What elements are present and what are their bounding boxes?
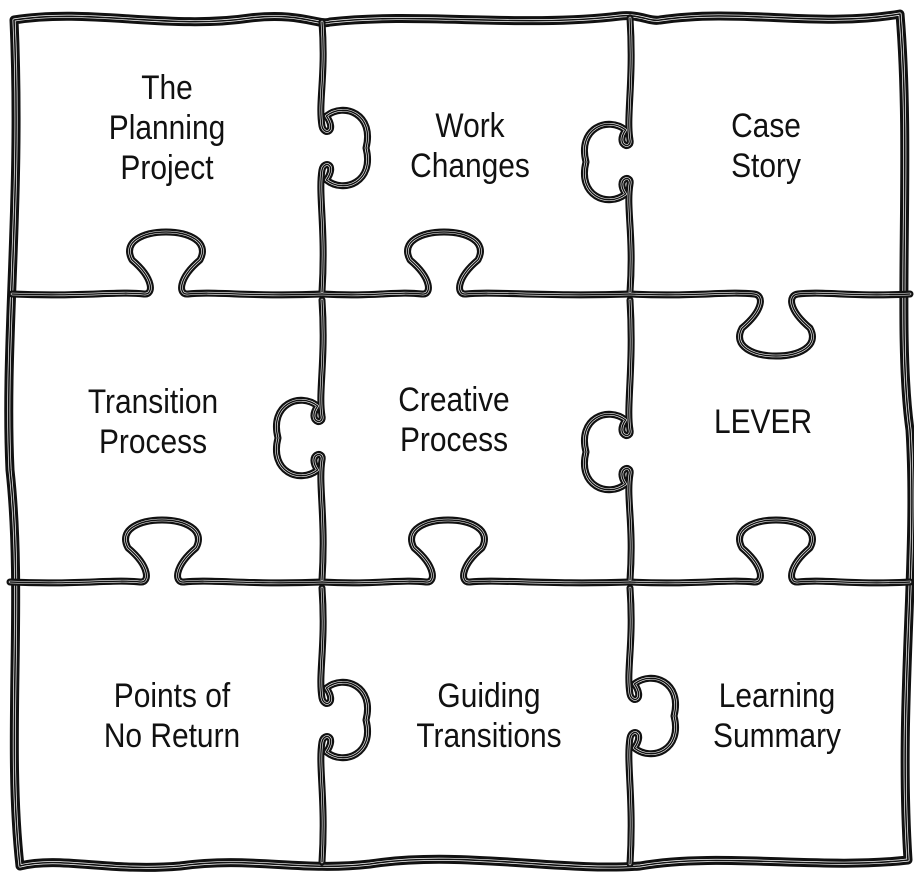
seam-vertical-row2-left-shadow bbox=[273, 296, 327, 584]
seam-vertical-row3-right-edge bbox=[628, 587, 677, 865]
piece-label-line: Changes bbox=[410, 147, 530, 185]
piece-label-line: Project bbox=[120, 149, 214, 187]
seam-horizontal-col2-bottom-edge bbox=[321, 519, 631, 584]
seam-horizontal-col3-top-highlight bbox=[628, 291, 912, 358]
piece-label-line: Creative bbox=[398, 381, 510, 419]
piece-label-points-of-no-return: Points of No Return bbox=[58, 676, 287, 756]
piece-label-planning-project: The Planning Project bbox=[53, 68, 282, 188]
seam-horizontal-col1-bottom-edge bbox=[9, 519, 323, 584]
piece-label-line: The bbox=[141, 69, 193, 107]
piece-label-line: LEVER bbox=[713, 403, 813, 441]
piece-label-line: Process bbox=[98, 423, 208, 461]
seam-vertical-row1-right-edge bbox=[583, 17, 632, 293]
seam-horizontal-col3-bottom-edge bbox=[629, 519, 911, 584]
piece-label-line: Points of bbox=[113, 677, 231, 715]
piece-label-line: Planning bbox=[108, 109, 226, 147]
seam-horizontal-col3-bottom-shadow bbox=[626, 516, 914, 587]
seam-horizontal-col3-bottom-highlight bbox=[628, 518, 912, 585]
seam-vertical-row3-left-highlight bbox=[319, 586, 369, 864]
seam-vertical-row2-right-shadow bbox=[581, 296, 635, 584]
piece-label-guiding-transitions: Guiding Transitions bbox=[375, 676, 604, 756]
piece-label-line: Work bbox=[435, 107, 505, 145]
piece-label-work-changes: Work Changes bbox=[356, 106, 585, 186]
seam-vertical-row2-left-highlight bbox=[275, 298, 325, 582]
seam-vertical-row1-right-highlight bbox=[583, 16, 633, 294]
seam-horizontal-col3-top-edge bbox=[629, 292, 911, 357]
piece-label-transition-process: Transition Process bbox=[39, 382, 268, 462]
seam-vertical-row1-right-shadow bbox=[581, 14, 635, 296]
seam-vertical-row2-left-edge bbox=[275, 299, 324, 581]
piece-label-creative-process: Creative Process bbox=[340, 380, 569, 460]
piece-label-line: Learning bbox=[718, 677, 836, 715]
seam-horizontal-col1-bottom-highlight bbox=[8, 518, 324, 585]
piece-label-line: Story bbox=[731, 147, 801, 185]
seam-horizontal-col1-top-edge bbox=[11, 231, 323, 296]
seam-vertical-row2-right-highlight bbox=[583, 298, 633, 582]
piece-label-line: Transition bbox=[87, 383, 219, 421]
piece-label-lever: LEVER bbox=[649, 402, 878, 442]
seam-vertical-row1-left-edge bbox=[320, 21, 369, 293]
piece-label-line: Summary bbox=[712, 717, 842, 755]
frame-edge bbox=[7, 13, 913, 869]
seam-horizontal-col1-top-highlight bbox=[10, 230, 324, 297]
piece-label-line: Guiding bbox=[437, 677, 541, 715]
seam-vertical-row3-left-edge bbox=[320, 587, 369, 863]
puzzle-seams bbox=[6, 14, 914, 868]
seam-horizontal-col2-bottom-shadow bbox=[318, 516, 634, 587]
seam-horizontal-col1-top-shadow bbox=[8, 228, 326, 299]
piece-label-line: Transitions bbox=[416, 717, 562, 755]
puzzle-outline bbox=[4, 9, 914, 872]
seam-vertical-row3-left-shadow bbox=[317, 584, 371, 866]
seam-horizontal-col2-top-edge bbox=[321, 231, 631, 296]
seam-horizontal-col1-bottom-shadow bbox=[6, 516, 326, 587]
piece-label-line: Case bbox=[731, 107, 801, 145]
piece-label-learning-summary: Learning Summary bbox=[663, 676, 892, 756]
piece-label-case-story: Case Story bbox=[652, 106, 881, 186]
piece-label-line: No Return bbox=[103, 717, 241, 755]
seam-horizontal-col3-top-shadow bbox=[626, 289, 914, 360]
piece-label-line: Process bbox=[399, 421, 509, 459]
seam-vertical-row2-right-edge bbox=[583, 299, 632, 581]
